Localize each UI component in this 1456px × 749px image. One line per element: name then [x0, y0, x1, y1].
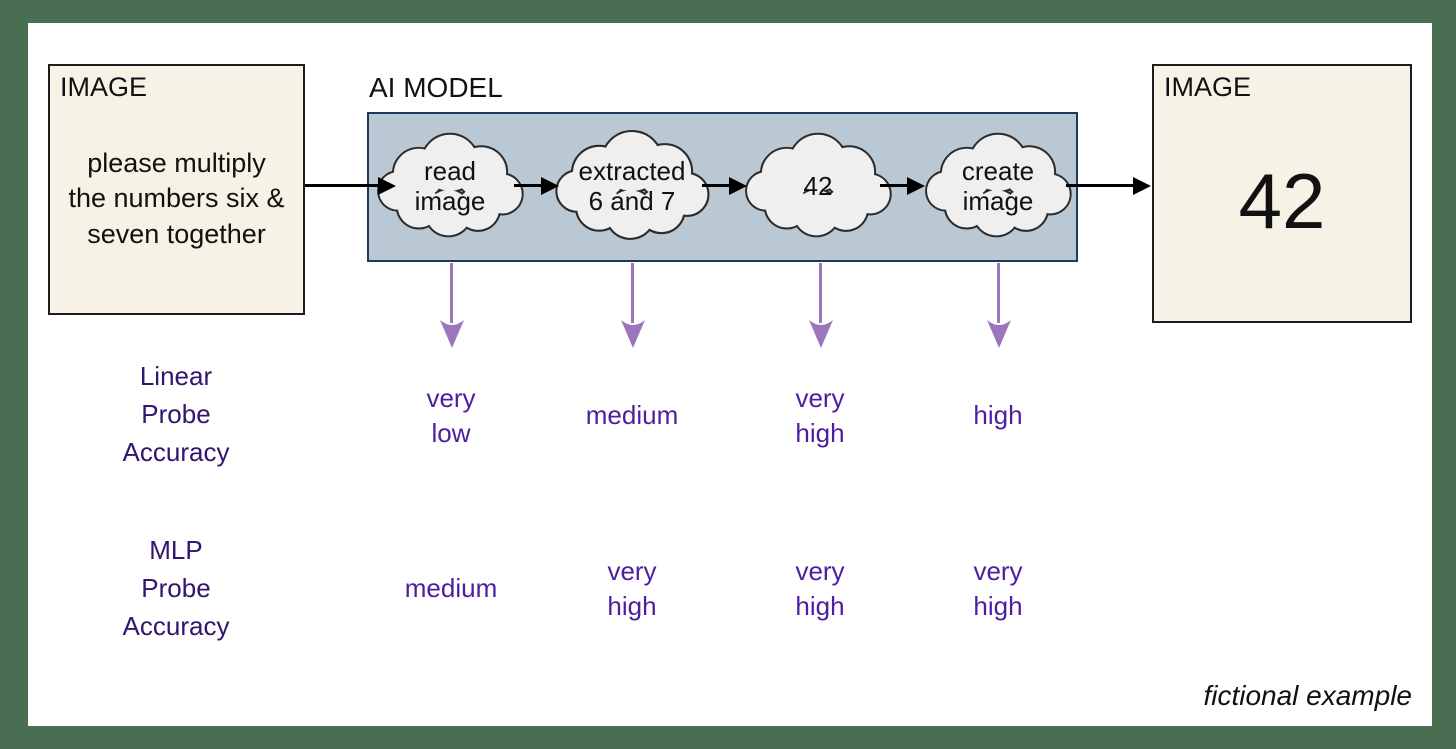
- cloud-create-image: create image: [920, 124, 1076, 250]
- linear-probe-label: Linear Probe Accuracy: [122, 361, 230, 467]
- model-step-1-text: read image: [414, 156, 486, 216]
- mlp-probe-value-2: very high: [607, 555, 657, 621]
- flow-arrow-input-to-model: [305, 184, 379, 187]
- input-image-box: IMAGE please multiply the numbers six & …: [48, 64, 305, 315]
- flow-arrow-step1-to-step2: [514, 184, 542, 187]
- arrow-down-icon: [439, 320, 464, 348]
- linear-probe-value-2: medium: [585, 400, 679, 431]
- cloud-read-image: read image: [372, 124, 528, 250]
- probe-arrow-step1: [439, 263, 464, 348]
- input-image-title: IMAGE: [60, 72, 148, 102]
- linear-probe-value-3: very high: [795, 382, 845, 448]
- output-image-title: IMAGE: [1164, 72, 1252, 102]
- probe-arrow-step2: [620, 263, 645, 348]
- linear-probe-value-1: very low: [426, 382, 476, 448]
- cloud-answer-42: 42: [740, 124, 896, 250]
- arrow-down-icon: [808, 320, 833, 348]
- output-image-value: 42: [1238, 156, 1326, 245]
- flow-arrow-step3-to-step4: [880, 184, 908, 187]
- output-image-box: IMAGE 42: [1152, 64, 1412, 323]
- probe-arrow-step4: [986, 263, 1011, 348]
- mlp-probe-value-3: very high: [795, 555, 845, 621]
- ai-model-label: AI MODEL: [369, 72, 503, 103]
- arrow-down-icon: [620, 320, 645, 348]
- linear-probe-value-4: high: [973, 400, 1023, 431]
- probe-arrow-step3: [808, 263, 833, 348]
- input-image-prompt: please multiply the numbers six & seven …: [68, 148, 285, 249]
- model-step-4-text: create image: [961, 156, 1035, 216]
- model-step-3-text: 42: [803, 171, 833, 202]
- flow-arrow-step2-to-step3: [702, 184, 730, 187]
- footnote-fictional-example: fictional example: [1203, 680, 1412, 711]
- mlp-probe-value-1: medium: [404, 573, 498, 604]
- mlp-probe-label: MLP Probe Accuracy: [122, 535, 230, 641]
- mlp-probe-value-4: very high: [973, 555, 1023, 621]
- flow-arrow-model-to-output: [1066, 184, 1134, 187]
- arrow-down-icon: [986, 320, 1011, 348]
- model-step-2-text: extracted 6 and 7: [578, 156, 686, 216]
- cloud-extracted-numbers: extracted 6 and 7: [550, 124, 714, 250]
